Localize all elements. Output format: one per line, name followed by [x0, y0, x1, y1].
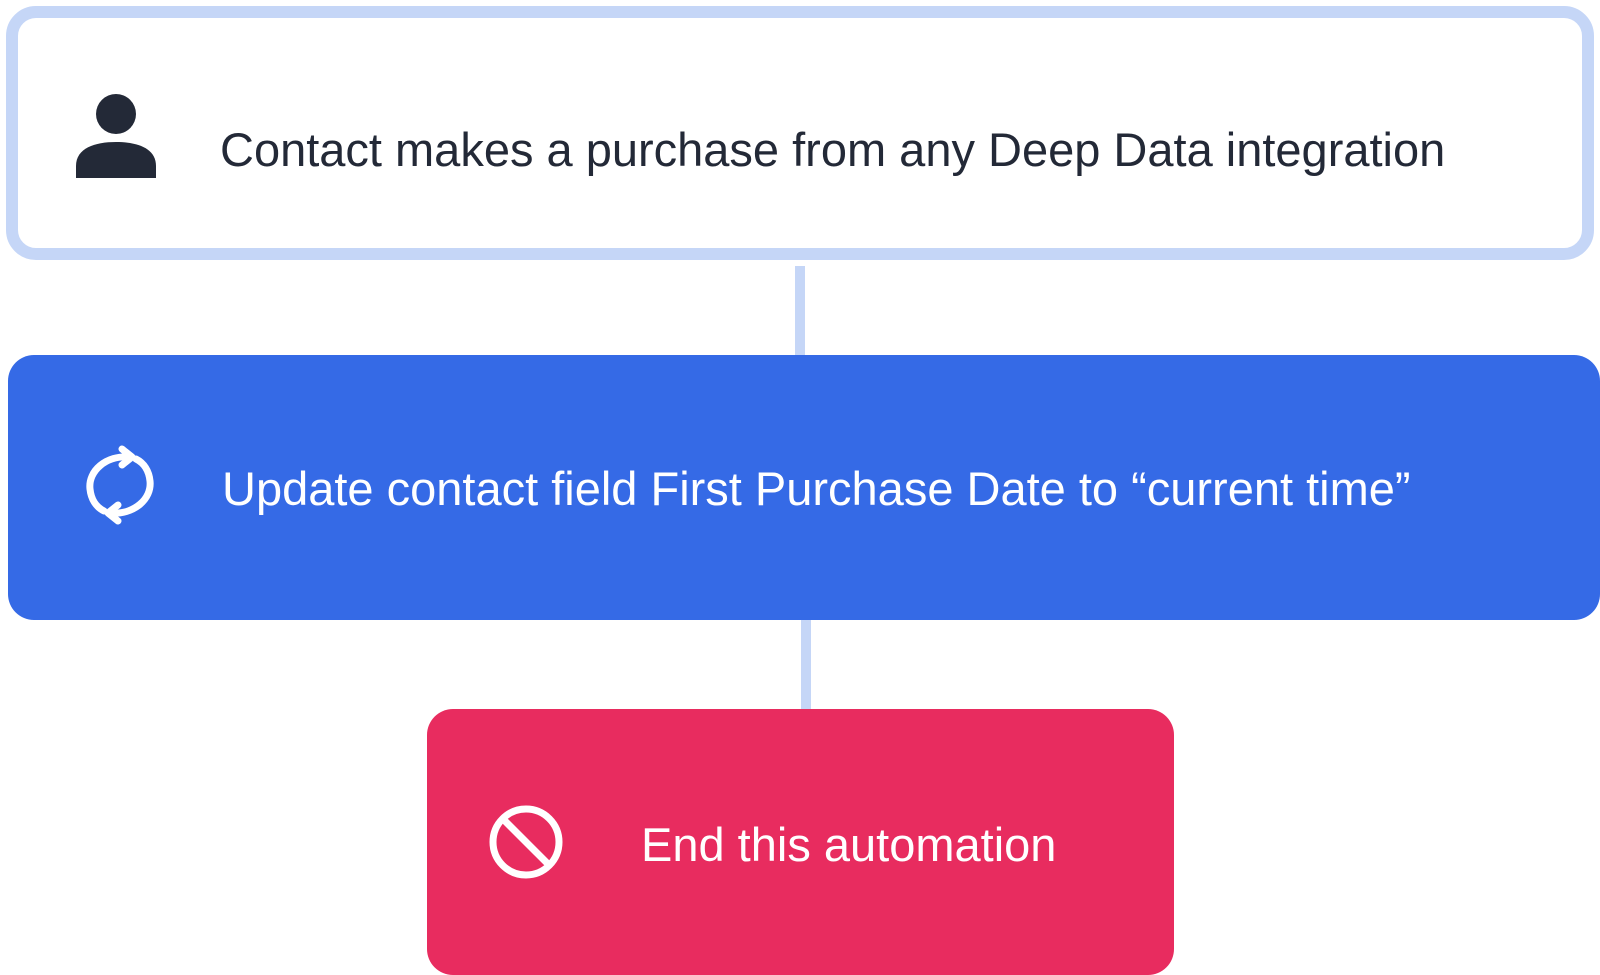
refresh-icon: [78, 443, 162, 527]
connector-action-to-end: [801, 610, 811, 709]
end-node[interactable]: End this automation: [427, 709, 1174, 975]
connector-trigger-to-action: [795, 266, 805, 356]
person-icon: [70, 86, 162, 178]
action-node[interactable]: Update contact field First Purchase Date…: [8, 355, 1600, 620]
block-icon: [487, 803, 565, 881]
trigger-label: Contact makes a purchase from any Deep D…: [220, 123, 1446, 176]
action-label: Update contact field First Purchase Date…: [222, 462, 1411, 515]
trigger-node[interactable]: Contact makes a purchase from any Deep D…: [6, 6, 1594, 260]
end-label: End this automation: [641, 818, 1057, 871]
